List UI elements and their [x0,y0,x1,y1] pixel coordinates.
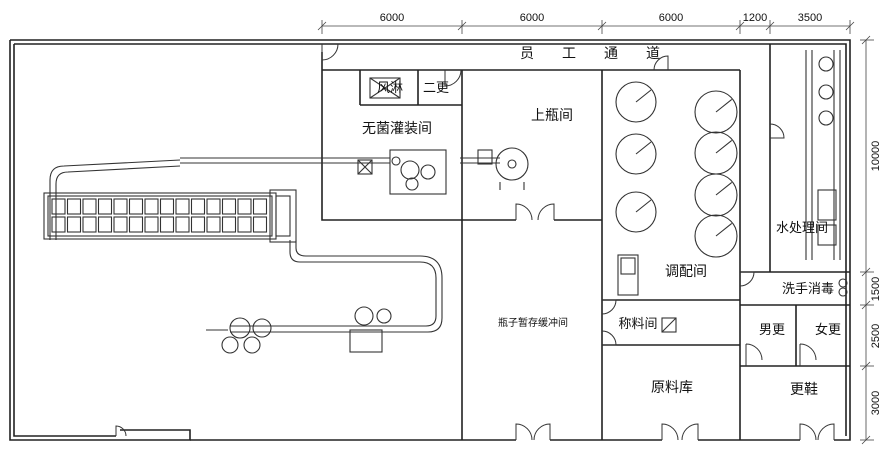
label-hand-wash: 洗手消毒 [782,282,834,297]
weighing-scale [661,317,677,333]
right-dimension-line: 10000 1500 2500 3000 [860,35,882,445]
sterilizer-cell [144,216,159,233]
dim-top-1: 6000 [380,12,404,24]
doors [115,43,835,441]
label-aseptic-filling: 无菌灌装间 [362,121,432,137]
blending-tank [694,214,738,258]
label-weighing: 称料间 [618,317,657,332]
sterilizer-cell [51,216,66,233]
tank-agitator [635,141,652,155]
dim-right-4: 3000 [870,391,882,415]
sterilizer-cell [144,198,159,215]
sterilizer-cell [51,198,66,215]
tank-agitator [715,98,733,113]
label-shoe-change: 更鞋 [790,382,818,398]
blending-tanks [615,81,738,258]
tank-agitator [715,222,733,237]
sterilizer-cell [221,216,237,233]
blending-tank [694,173,738,217]
sterilizer-cell [206,216,221,233]
blending-tank [615,191,657,233]
blending-tank [615,81,657,123]
dim-top-4: 1200 [743,12,767,24]
sterilizer-cell [252,198,268,215]
sterilizer-cell [159,198,175,215]
dim-right-2: 1500 [870,277,882,301]
sterilizer-cell [113,198,128,215]
label-air-shower: 风淋 [377,81,403,96]
blending-aux-unit [617,254,639,296]
label-corridor: 员 工 通 道 [520,46,660,62]
label-raw-material: 原料库 [651,380,693,396]
bottle-conveyor [180,157,500,333]
sterilizer-cell [206,198,221,215]
sterilizer-cell [237,216,252,233]
tank-agitator [715,181,733,196]
top-dimension-line: 6000 6000 6000 1200 3500 [317,12,855,34]
sterilizer-cell [237,198,252,215]
tank-agitator [715,139,733,154]
bottle-unscrambler [477,147,529,190]
label-water-treatment: 水处理间 [776,221,828,236]
dim-top-5: 3500 [798,12,822,24]
sterilizer-cell [252,216,268,233]
sterilizer-cell [66,198,82,215]
sterilizer-cell [221,198,237,215]
label-womens-change: 女更 [815,322,841,338]
sterilizer-cell [128,216,144,233]
tank-agitator [635,199,652,213]
sterilizer-cell [82,198,97,215]
dim-right-1: 10000 [870,141,882,172]
water-treatment-unit [805,50,848,297]
label-mens-change: 男更 [759,323,785,338]
label-blending: 调配间 [665,264,707,280]
sterilizer-cell [175,216,190,233]
blending-tank [615,133,657,175]
interior-walls [321,44,850,440]
tank-agitator [635,89,652,103]
dim-top-3: 6000 [659,12,683,24]
capping-unit [206,306,392,354]
sterilizer-cell [190,198,206,215]
label-bottle-loading: 上瓶间 [531,108,573,124]
sterilizer-cell [82,216,97,233]
sterilizer-cell [66,216,82,233]
label-second-change: 二更 [423,81,449,96]
sterilizer-cell [159,216,175,233]
sterilizer-cell [97,198,113,215]
dim-right-3: 2500 [870,324,882,348]
sterilizer-cell [175,198,190,215]
sterilizer-cell [97,216,113,233]
dim-top-2: 6000 [520,12,544,24]
tunnel-sterilizer [43,159,297,243]
outer-walls [9,39,851,441]
sterilizer-cell [128,198,144,215]
aseptic-filler [357,77,447,195]
blending-tank [694,90,738,134]
sterilizer-cell [113,216,128,233]
sterilizer-cell [190,216,206,233]
label-bottle-buffer: 瓶子暂存缓冲间 [498,316,568,329]
